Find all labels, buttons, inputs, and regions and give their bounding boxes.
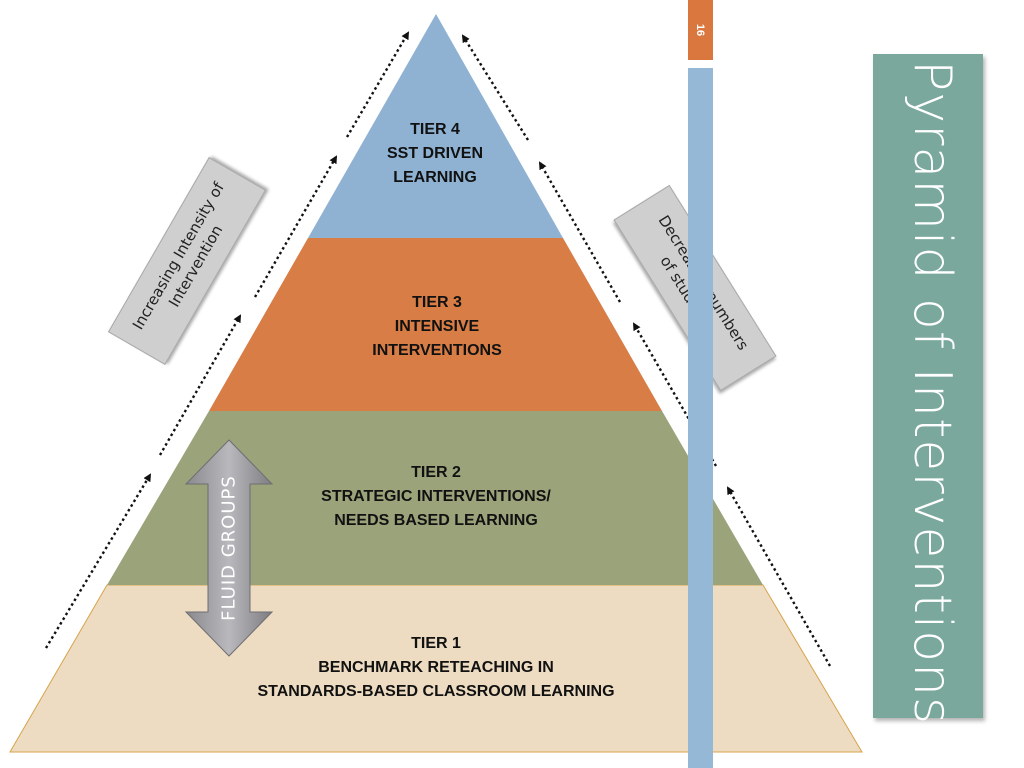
- tier-1-label: TIER 1 BENCHMARK RETEACHING IN STANDARDS…: [257, 635, 615, 700]
- fluid-groups-arrow: [184, 439, 274, 657]
- page-number: 16: [694, 23, 707, 37]
- right-dotted-arrows: [461, 34, 832, 667]
- left-dotted-arrows: [44, 31, 410, 649]
- slide-title: Pyramid of Interventions: [902, 60, 962, 726]
- tier-2-band: [107, 411, 763, 585]
- title-panel: [873, 54, 983, 718]
- blue-accent-bar: [688, 68, 713, 768]
- fluid-groups-label: FLUID GROUPS: [218, 475, 240, 621]
- tier-3-label: TIER 3 INTENSIVE INTERVENTIONS: [372, 294, 502, 359]
- tier-3-band: [209, 238, 662, 411]
- tier-4-band: [308, 14, 563, 238]
- tier-4-label: TIER 4 SST DRIVEN LEARNING: [386, 121, 483, 186]
- page-number-box: 16: [688, 0, 713, 60]
- tier-2-label: TIER 2 STRATEGIC INTERVENTIONS/ NEEDS BA…: [321, 464, 551, 529]
